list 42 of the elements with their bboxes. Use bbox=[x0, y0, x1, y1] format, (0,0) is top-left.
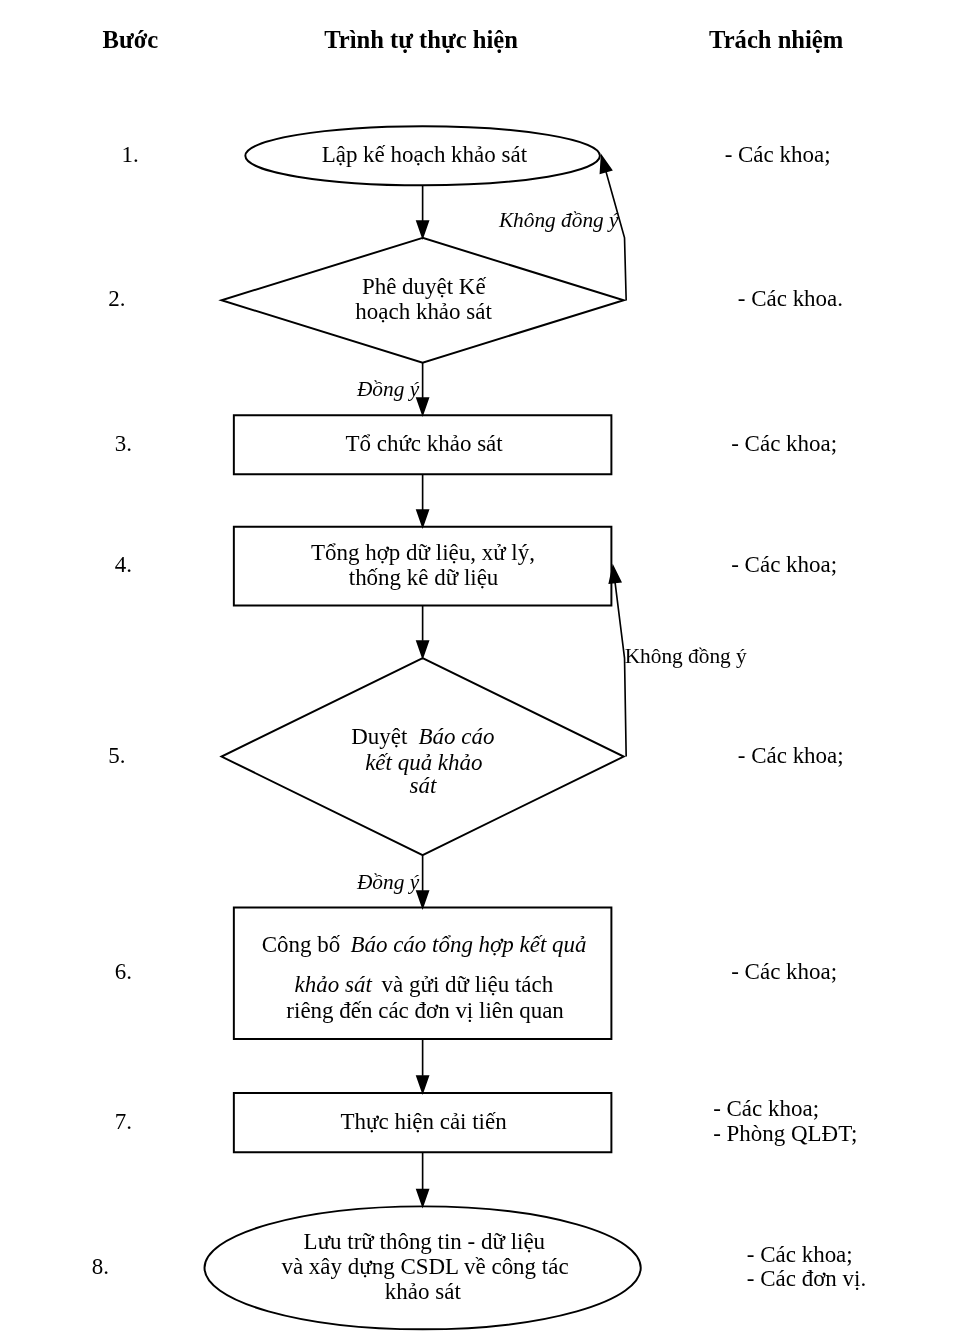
arrow bbox=[415, 362, 430, 417]
label: - Các khoa. bbox=[737, 286, 844, 312]
node-box: Thực hiện cải tiến bbox=[232, 1092, 613, 1154]
label: 7. bbox=[114, 1108, 133, 1134]
label: Trách nhiệm bbox=[709, 26, 844, 54]
label: - Các khoa; bbox=[737, 742, 844, 768]
arrow bbox=[599, 153, 627, 302]
node-ellipse: Lập kế hoạch khảo sát bbox=[244, 125, 601, 187]
label: Trình tự thực hiện bbox=[324, 26, 518, 54]
label: 2. bbox=[108, 286, 126, 312]
arrow bbox=[415, 473, 430, 529]
arrow bbox=[415, 1151, 430, 1209]
label: 4. bbox=[114, 552, 133, 578]
node-ellipse: Lưu trữ thông tin - dữ liệu và xây dựng CSDL về công tác khảo sát bbox=[203, 1205, 642, 1331]
edge-label: Không đồng ý bbox=[624, 644, 747, 669]
arrow bbox=[608, 563, 627, 758]
label: Bước bbox=[102, 26, 159, 54]
label: 6. bbox=[114, 959, 133, 985]
node-diamond: Phê duyệt Kế hoạch khảo sát bbox=[218, 236, 628, 364]
label: 8. bbox=[91, 1253, 110, 1279]
arrow bbox=[415, 604, 430, 660]
edge-label: Đồng ý bbox=[356, 869, 420, 894]
node-box: Công bố Báo cáo tổng hợp kết quả khảo sát và gửi dữ liệu tách riêng đến các đơn vị liên quan bbox=[232, 906, 613, 1040]
edge-label: Không đồng ý bbox=[498, 208, 619, 233]
label: 5. bbox=[108, 742, 126, 768]
arrow bbox=[415, 185, 430, 240]
label: - Các đơn vị. bbox=[746, 1266, 867, 1292]
label: - Các khoa; bbox=[731, 430, 838, 456]
arrow bbox=[415, 854, 430, 910]
label: - Các khoa; bbox=[746, 1241, 853, 1267]
label: 3. bbox=[114, 430, 133, 456]
node-box: Tổ chức khảo sát bbox=[232, 414, 613, 476]
label: - Các khoa; bbox=[731, 552, 838, 578]
label: - Các khoa; bbox=[724, 141, 831, 167]
label: - Phòng QLĐT; bbox=[713, 1121, 858, 1147]
label: 1. bbox=[121, 141, 139, 167]
node-diamond: Duyệt Báo cáo kết quả khảo sát bbox=[219, 657, 626, 857]
edge-label: Đồng ý bbox=[356, 376, 420, 401]
node-box: Tổng hợp dữ liệu, xử lý, thống kê dữ liệu bbox=[232, 525, 613, 607]
arrow bbox=[415, 1038, 430, 1095]
label: - Các khoa; bbox=[731, 959, 838, 985]
label: - Các khoa; bbox=[713, 1096, 820, 1122]
